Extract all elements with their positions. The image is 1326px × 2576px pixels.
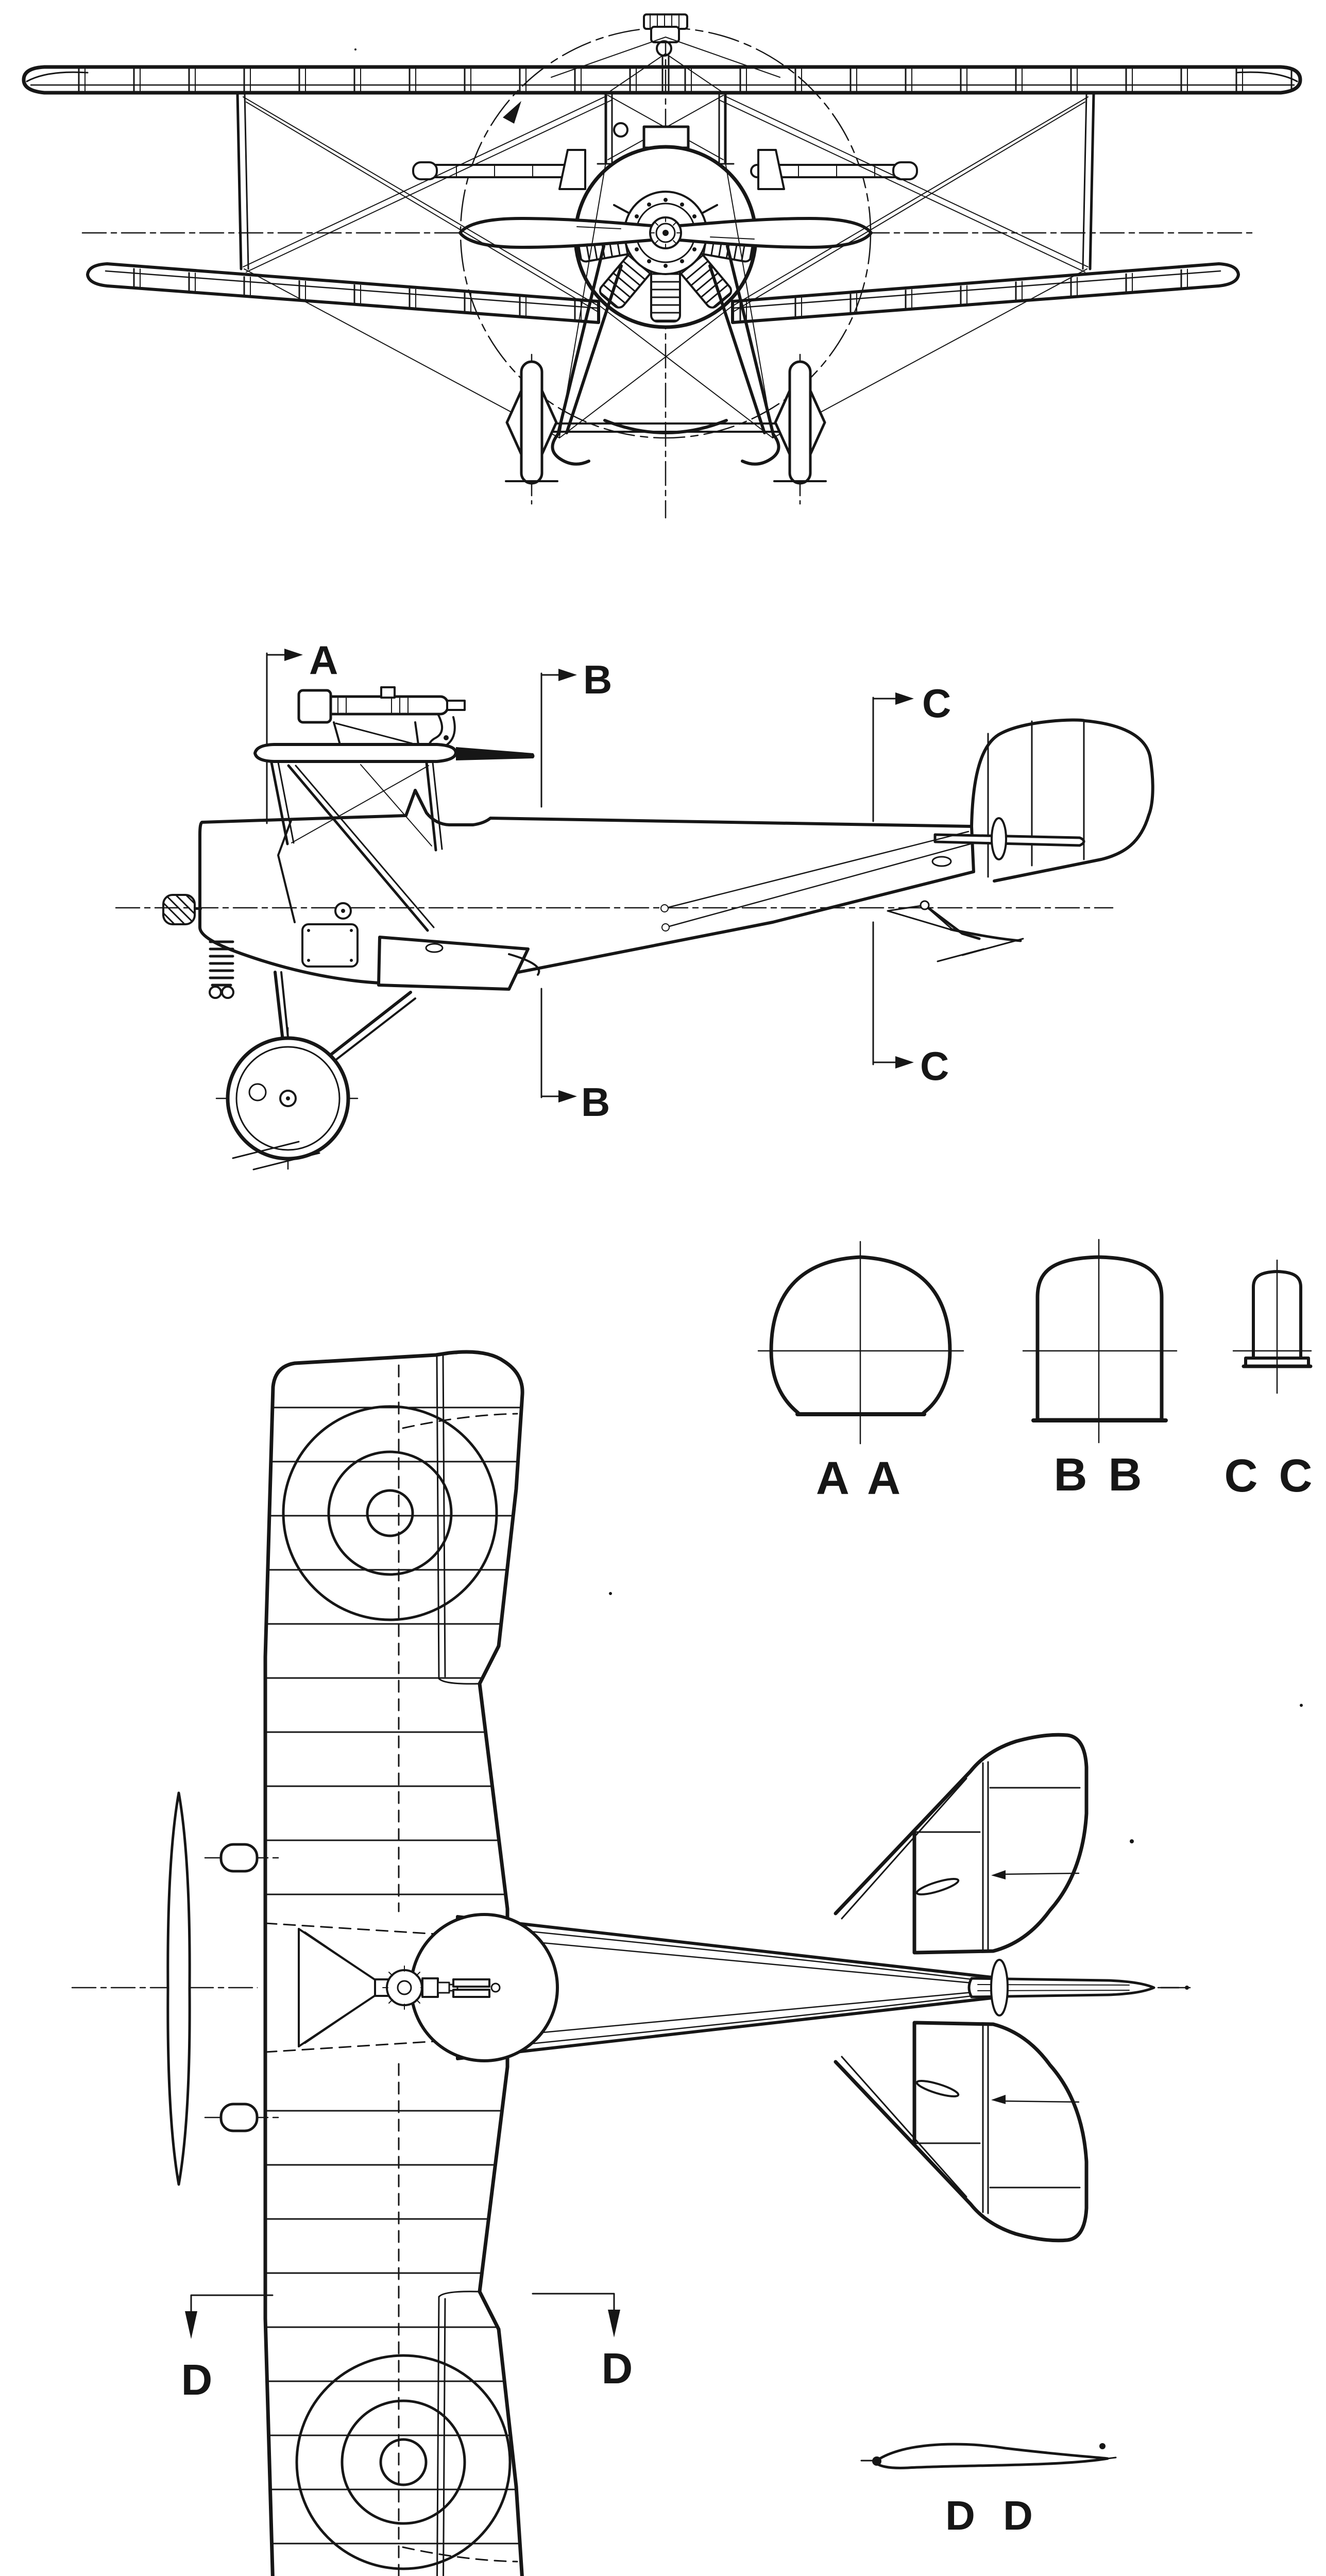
label-section-d-right: D bbox=[602, 2344, 633, 2393]
top-wing-ribs bbox=[32, 68, 1293, 92]
wheels-plan bbox=[204, 1843, 282, 2132]
label-cc: C C bbox=[1225, 1450, 1317, 1502]
label-section-c-top: C bbox=[922, 681, 951, 726]
section-dd-airfoil bbox=[860, 2443, 1117, 2469]
elevator-horn-lower bbox=[915, 2080, 960, 2097]
flying-wires bbox=[243, 95, 1089, 438]
top-wing-side bbox=[253, 743, 535, 763]
tailplane-edge-front bbox=[412, 149, 918, 190]
tailplane-plan-lower bbox=[834, 2021, 1089, 2243]
section-aa bbox=[757, 1241, 964, 1445]
strut-plate-right bbox=[757, 149, 785, 190]
roundel-upper bbox=[282, 1405, 498, 1621]
tailplane-side bbox=[933, 833, 1085, 847]
engine-plan bbox=[382, 1965, 501, 2010]
tail-side bbox=[660, 718, 1154, 962]
windscreen-front bbox=[642, 125, 690, 149]
strut-plate-left bbox=[558, 149, 586, 190]
cross-sections: A A B B C C bbox=[757, 1239, 1317, 1504]
far-wing-trailing-edge bbox=[456, 747, 535, 760]
fuselage-side bbox=[198, 789, 975, 986]
cabane-struts-side bbox=[270, 761, 443, 932]
front-view bbox=[22, 13, 1302, 519]
section-line-a bbox=[266, 649, 303, 824]
fuselage-plan bbox=[410, 1913, 994, 2062]
scan-specks bbox=[354, 48, 1303, 1843]
access-panel bbox=[301, 923, 359, 968]
elevator-hinge-oval bbox=[991, 817, 1007, 860]
machine-gun-plan bbox=[452, 1978, 501, 1998]
tailplane-plan-upper bbox=[834, 1733, 1089, 1955]
fin-rudder-side bbox=[970, 718, 1154, 883]
label-section-c-bottom: C bbox=[920, 1043, 949, 1089]
rotation-arrow bbox=[503, 101, 521, 124]
section-line-c bbox=[872, 692, 914, 1069]
prop-hub-plan bbox=[421, 1977, 439, 1998]
section-bb bbox=[1022, 1239, 1178, 1444]
elevator-horn-upper bbox=[915, 1878, 960, 1895]
interplane-struts-front bbox=[236, 92, 1095, 270]
label-section-d-left: D bbox=[181, 2355, 213, 2404]
plan-view: D D D D bbox=[71, 1350, 1191, 2576]
aileron-hinges bbox=[436, 1354, 481, 2576]
section-line-d bbox=[185, 2293, 620, 2339]
elevator-tube-plan bbox=[990, 1959, 1009, 2016]
label-aa: A A bbox=[816, 1453, 905, 1504]
shock-coil bbox=[209, 940, 234, 999]
propeller-hub-side bbox=[162, 894, 202, 925]
lower-wing-side bbox=[377, 936, 540, 991]
cowl-lip bbox=[603, 419, 728, 434]
top-wing-outline bbox=[22, 65, 1302, 95]
machine-gun-side bbox=[297, 686, 466, 751]
propeller-hub bbox=[649, 216, 682, 249]
label-section-b-bottom: B bbox=[581, 1079, 610, 1125]
cabane-plan bbox=[298, 1928, 390, 2047]
wheel-front-right bbox=[773, 353, 827, 505]
tailskid bbox=[887, 900, 1024, 962]
section-line-b bbox=[540, 669, 577, 1103]
lower-wing-front bbox=[86, 262, 1240, 324]
label-dd: D D bbox=[945, 2493, 1041, 2538]
gun-sight-ring bbox=[613, 122, 628, 138]
label-section-a: A bbox=[309, 637, 338, 683]
section-cc bbox=[1232, 1259, 1313, 1394]
label-bb: B B bbox=[1054, 1449, 1146, 1501]
landing-gear-side bbox=[215, 971, 416, 1172]
wheel-front-left bbox=[505, 353, 558, 505]
label-section-b-top: B bbox=[583, 657, 612, 702]
roundel-lower bbox=[295, 2354, 512, 2570]
rudder-plan bbox=[967, 1959, 1189, 2016]
landing-gear-front bbox=[549, 245, 782, 466]
side-view: A B B C C bbox=[115, 637, 1154, 1172]
top-wing-front bbox=[22, 65, 1302, 95]
propeller-plan bbox=[166, 1791, 191, 2186]
